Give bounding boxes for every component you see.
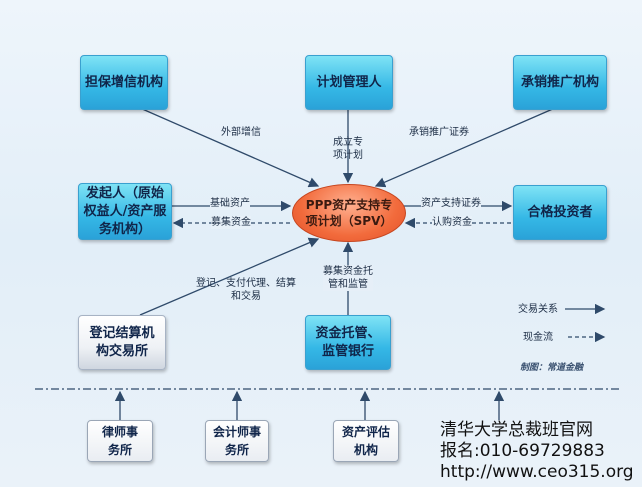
investor-box: 合格投资者 (513, 185, 607, 240)
spv-ellipse: PPP资产支持专项计划（SPV） (292, 184, 406, 242)
arrow-underwriter-spv (374, 107, 556, 188)
watermark-line3: http://www.ceo315.org (440, 462, 634, 482)
arrow-guarantor-spv (139, 107, 320, 188)
label-registration: 登记、支付代理、结算和交易 (196, 278, 296, 302)
label-abs-securities: 资产支持证券 (421, 197, 481, 210)
label-custody: 募集资金托管和监管 (323, 265, 373, 291)
label-establish-plan: 成立专项计划 (333, 137, 363, 161)
appraisal-box: 资产评估机构 (333, 420, 399, 462)
label-external-credit: 外部增信 (221, 127, 261, 138)
accounting-firm-box: 会计师事务所 (205, 420, 269, 462)
label-underwrite: 承销推广证券 (409, 127, 469, 138)
spv-label: PPP资产支持专项计划（SPV） (305, 198, 393, 228)
law-firm-box: 律师事务所 (87, 420, 153, 462)
watermark-line1: 清华大学总裁班官网 (440, 420, 593, 440)
arrow-registrar-spv (139, 237, 320, 316)
label-raised-funds: 募集资金 (211, 216, 251, 229)
custodian-box: 资金托管、监管银行 (305, 315, 391, 370)
registrar-box: 登记结算机构交易所 (78, 315, 166, 370)
underwriter-box: 承销推广机构 (513, 55, 607, 110)
manager-box: 计划管理人 (305, 55, 393, 110)
originator-box: 发起人（原始权益人/资产服务机构） (78, 183, 172, 240)
legend-trade-label: 交易关系 (518, 304, 558, 315)
legend-cash-label: 现金流 (523, 332, 553, 343)
label-base-assets: 基础资产 (210, 197, 250, 210)
guarantor-box: 担保增信机构 (80, 55, 168, 110)
watermark: 清华大学总裁班官网 报名:010-69729883 http://www.ceo… (440, 420, 634, 483)
chart-credit: 制图：常道金融 (520, 363, 584, 373)
label-subscription: 认购资金 (432, 216, 472, 229)
watermark-line2: 报名:010-69729883 (440, 441, 605, 461)
